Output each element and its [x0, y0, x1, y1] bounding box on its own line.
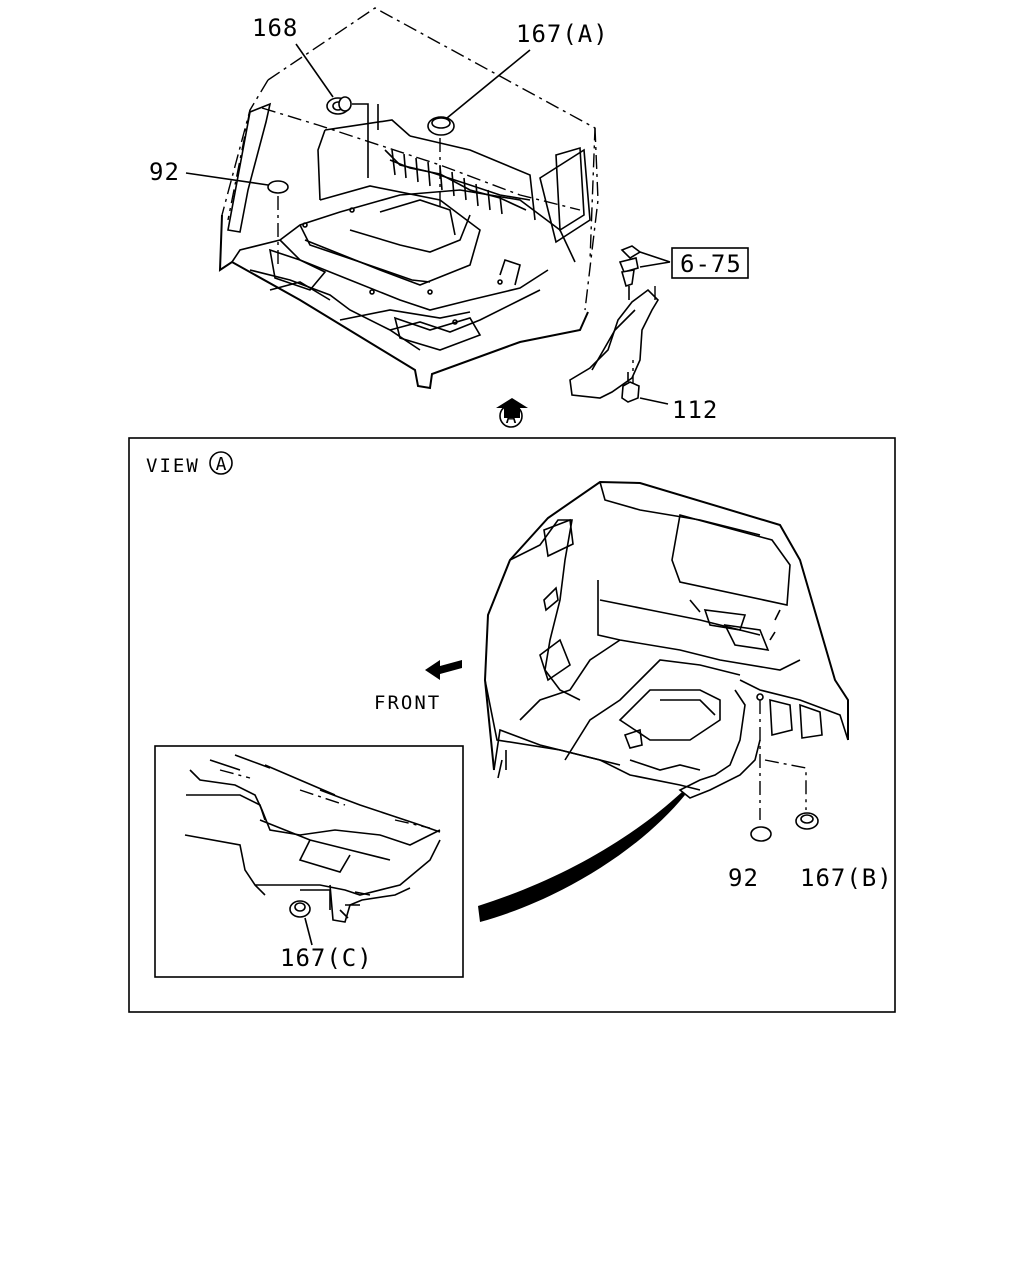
leader-112: [639, 397, 669, 405]
view-marker-circle: [499, 404, 523, 428]
label-112: 112: [672, 396, 718, 424]
label-6-75: 6-75: [680, 250, 742, 278]
leader-168: [295, 43, 334, 98]
grommet-167c: [289, 900, 311, 918]
label-167c: 167(C): [280, 944, 373, 972]
detail-callout-curve: [478, 792, 685, 922]
label-167b: 167(B): [800, 864, 893, 892]
grommet-167b: [795, 812, 819, 830]
view-title: VIEW: [146, 455, 200, 477]
plug-92-view: [750, 826, 772, 842]
plug-92-top: [267, 180, 289, 194]
ref-box-6-75: [671, 247, 749, 279]
mount-bracket: [569, 245, 660, 403]
leader-6-75: [639, 251, 671, 268]
view-title-letter: A: [216, 454, 227, 475]
leader-92-top: [185, 172, 269, 186]
view-marker-letter: A: [506, 407, 517, 428]
view-direction-arrow: [496, 398, 528, 418]
cab-floor-drawing: [218, 7, 599, 390]
leader-167c: [304, 917, 313, 946]
guide-168: [352, 103, 379, 178]
view-a-frame: [128, 437, 896, 1013]
detail-inset-frame: [154, 745, 464, 978]
detail-inset-drawing: [184, 754, 441, 923]
view-title-circle: [209, 451, 233, 475]
guide-167b: [764, 759, 807, 810]
grommet-168: [326, 96, 352, 115]
cab-underside-drawing: [483, 480, 849, 799]
front-label: FRONT: [374, 692, 441, 714]
front-arrow: [425, 660, 462, 680]
grommet-167a: [427, 116, 455, 136]
label-92-top: 92: [149, 158, 180, 186]
label-92-view: 92: [728, 864, 759, 892]
label-167a: 167(A): [516, 20, 609, 48]
leader-167a: [446, 49, 531, 119]
label-168: 168: [252, 14, 298, 42]
